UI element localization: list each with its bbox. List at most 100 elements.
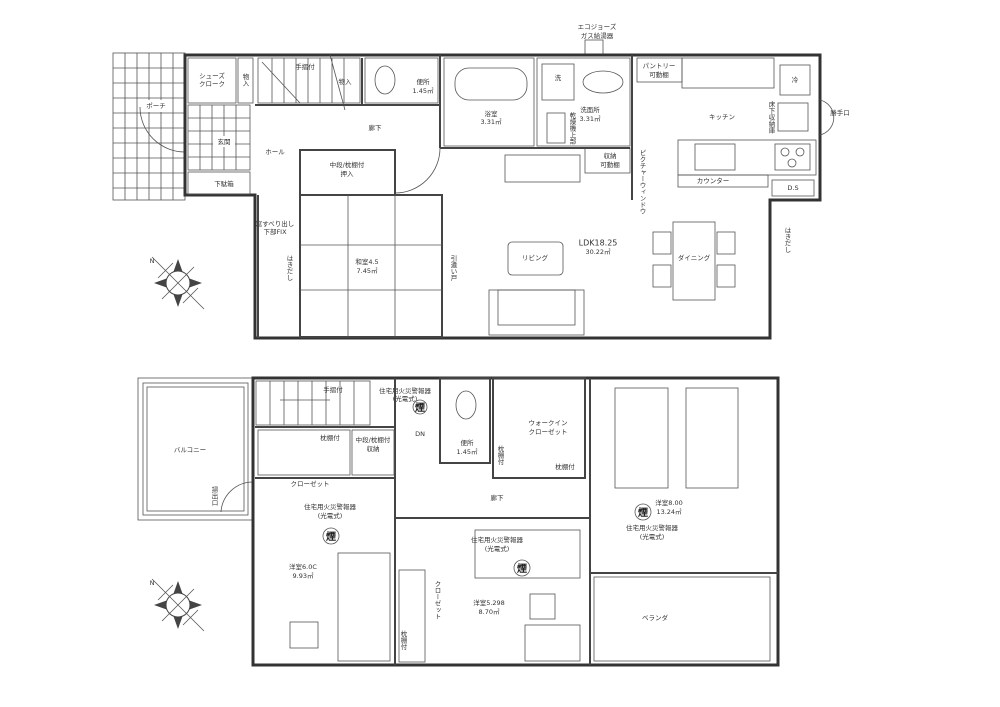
storage-box [777, 102, 809, 132]
washroom-storage-label: 収納 [604, 151, 617, 160]
shoe-cloak-label-2: クローク [199, 80, 225, 88]
sweep-window-left: はきだし [285, 255, 293, 281]
toilet-area: 1.45㎡ [413, 86, 434, 95]
interior-wall [395, 378, 591, 665]
closet-label: 中段/枕棚付 [330, 160, 365, 169]
storage-small [237, 57, 254, 104]
toilet-room [364, 57, 439, 104]
door-swing [220, 481, 254, 513]
shoe-box [187, 171, 251, 195]
fire-alarm-label: 住宅用火災警報器 [379, 386, 432, 395]
porch-label: ポーチ [146, 102, 166, 110]
balcony-door-label: 掃出口 [210, 485, 218, 506]
north-label: N [150, 257, 155, 265]
water-heater-label-2: ガス給湯器 [581, 31, 614, 40]
storage-label-2: 収納 [367, 444, 380, 453]
fire-alarm-type: (光電式) [485, 544, 510, 553]
room-mid-area: 8.70㎡ [479, 607, 500, 616]
toilet-label: 便所 [417, 77, 431, 86]
floor2-outer-wall [251, 376, 780, 667]
wic-shelf-label-2: 枕棚付 [555, 462, 575, 471]
smoke-detector-icon [322, 527, 340, 545]
japanese-room-label: 和室4.5 [355, 257, 378, 266]
stairs-storage-label: 物入 [339, 77, 353, 86]
japanese-room-area: 7.45㎡ [357, 266, 378, 275]
floor-2: バルコニー 掃出口 手摺付 住宅用火災警報器 (光電式) 煙 枕棚付 中段/枕棚… [137, 376, 780, 667]
room-east-label: 洋室8.00 [655, 498, 682, 507]
shelf-label: 枕棚付 [320, 433, 340, 442]
fire-alarm-type: (光電式) [640, 532, 665, 541]
living-table [507, 241, 564, 276]
bed [614, 387, 669, 489]
washroom-label: 洗面所 [580, 105, 600, 114]
ds [771, 179, 815, 197]
veranda [593, 576, 771, 662]
japanese-room [299, 194, 443, 338]
stairs-handrail-label: 手摺付 [295, 62, 315, 71]
door-swing [394, 147, 441, 194]
bath-label: 浴室 [485, 109, 499, 118]
wic-label: ウォークイン [529, 419, 568, 427]
washer-label: 洗 [555, 73, 562, 82]
entrance [187, 104, 251, 171]
stairs-handrail-label: 手摺付 [323, 385, 343, 394]
closet-label: クローゼット [291, 479, 330, 488]
floor-1: エコジョーズ ガス給湯器 ポーチ シューズ クローク 物入 玄関 下駄箱 ホール [112, 22, 850, 340]
smoke-detector-icon [634, 503, 652, 521]
toilet-icon [455, 390, 477, 420]
chair [289, 621, 319, 649]
entrance-label: 玄関 [218, 137, 231, 146]
chair [652, 231, 672, 255]
room-west-label: 洋室6.0C [289, 562, 317, 571]
corridor-label: 廊下 [369, 123, 383, 132]
fridge [779, 64, 811, 96]
picture-window-label: ピクチャーウィンドウ [638, 149, 646, 215]
smoke-detector-icon [513, 559, 531, 577]
fire-alarm-label: 住宅用火災警報器 [471, 535, 524, 544]
back-door-label: 勝手口 [830, 108, 850, 117]
sink-icon [694, 143, 736, 171]
underfloor-storage-label: 床下収納庫 [767, 99, 775, 134]
closet-label-2: 押入 [341, 169, 355, 178]
floor1-outer-wall [183, 53, 822, 340]
room-mid-closet [398, 569, 426, 663]
washroom-storage-label-2: 可動棚 [600, 160, 620, 169]
interior-wall [440, 55, 633, 200]
balcony-label: バルコニー [174, 446, 206, 454]
room-mid-closet-label: クローゼット [433, 580, 441, 620]
stairs [257, 54, 361, 111]
fire-alarm-label: 住宅用火災警報器 [304, 502, 357, 511]
sliding-door-label: 引違い戸 [449, 254, 457, 282]
sofa [488, 289, 585, 336]
dining-label: ダイニング [678, 253, 711, 262]
fire-alarm-type: (光電式) [393, 394, 418, 403]
kitchen-label: キッチン [709, 113, 735, 121]
bed [337, 552, 391, 662]
smoke-symbol: 煙 [638, 506, 648, 519]
dn-label: DN [415, 430, 425, 438]
bathroom [443, 57, 535, 147]
pantry-label: パントリー [643, 62, 676, 70]
smoke-detector-icon [412, 399, 428, 415]
living-label: リビング [522, 253, 549, 262]
pantry-label-2: 可動棚 [649, 70, 669, 79]
stove-icon [774, 143, 811, 171]
corridor-label: 廊下 [491, 493, 505, 502]
compass-icon: N [150, 578, 205, 632]
toilet-label: 便所 [461, 438, 475, 447]
bathtub-icon [454, 67, 528, 101]
washroom-area: 3.31㎡ [580, 114, 601, 123]
wic-shelf-label: 枕棚付 [496, 444, 504, 466]
interior-wall [255, 378, 396, 665]
window-note-2: 下部FIX [263, 227, 287, 236]
toilet-area: 1.45㎡ [457, 447, 478, 456]
toilet-room [439, 377, 491, 464]
back-door-swing [819, 99, 835, 136]
chair [652, 264, 672, 288]
counter [677, 174, 769, 188]
shoe-cloak-label: シューズ [199, 71, 225, 80]
smoke-symbol: 煙 [517, 562, 527, 575]
smoke-symbol: 煙 [415, 401, 425, 414]
window-note: 窓すべり出し [256, 219, 295, 228]
